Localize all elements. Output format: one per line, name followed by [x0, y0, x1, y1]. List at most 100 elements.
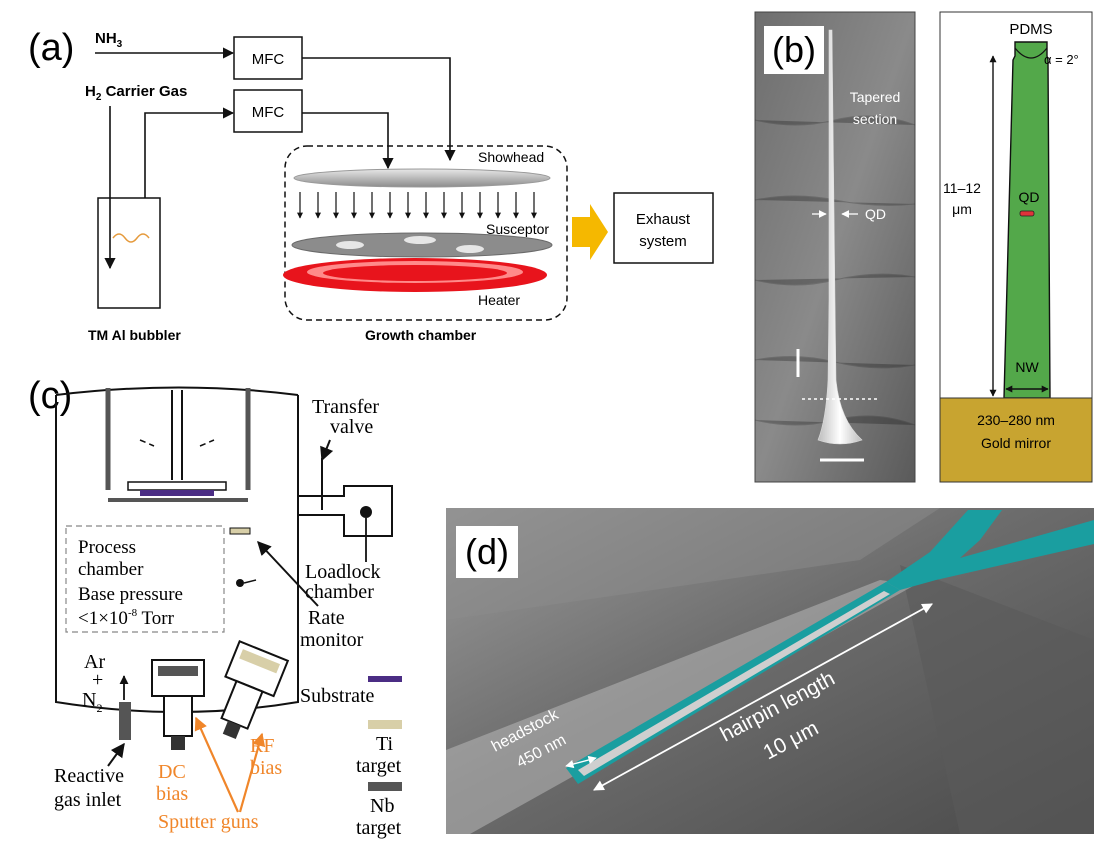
mfc-top-label: MFC	[252, 51, 285, 68]
transfer-valve-pointer	[320, 439, 334, 462]
chamber-top	[55, 386, 299, 396]
wafer-1	[336, 241, 364, 249]
quantum-dot-marker	[1019, 210, 1035, 217]
gold-mirror-layer	[939, 397, 1093, 483]
panel-b-label: (b)	[772, 29, 816, 70]
growth-chamber-outline	[284, 145, 568, 321]
sputter-guns-label: Sputter guns	[158, 811, 259, 833]
loadlock-pump-dot	[360, 506, 372, 518]
dc-bias-line1: DC	[158, 761, 186, 783]
legend-substrate-label: Substrate	[300, 685, 375, 707]
loadlock-text: Loadlock chamber Rate monitor	[300, 561, 381, 651]
legend-nb-line2: target	[356, 817, 402, 839]
hairpin-leads	[886, 510, 1094, 590]
reactive-gas-line2: gas inlet	[54, 789, 122, 811]
bubbler-vessel	[97, 197, 161, 309]
legend-ti-line1: Ti	[376, 733, 394, 755]
rate-monitor-line1: Rate	[308, 607, 345, 629]
pdms-cap	[1014, 47, 1048, 59]
wafer-2	[404, 236, 436, 244]
heater-label: Heater	[478, 292, 520, 308]
base-pressure-line2: <1×10-8 Torr	[78, 607, 175, 629]
panel-d-label-box	[456, 526, 518, 578]
process-info-text: Process chamber Base pressure <1×10-8 To…	[78, 537, 183, 629]
gas-text: Ar + N2	[82, 651, 105, 715]
gold-mirror-label: Gold mirror	[981, 435, 1051, 451]
mfc-bottom-label: MFC	[252, 104, 285, 121]
nanowire-sem	[817, 29, 863, 445]
gas-flow-arrows	[297, 192, 537, 219]
mfc-top-to-chamber-line	[302, 57, 456, 162]
showhead-plate	[293, 168, 551, 188]
process-info-box	[65, 525, 225, 633]
mfc-bottom-box	[233, 89, 303, 133]
exhaust-arrow	[572, 204, 608, 260]
transfer-arm	[298, 462, 323, 497]
exhaust-system-box	[613, 192, 714, 264]
nh3-label: NH3	[95, 30, 123, 50]
loadlock-chamber	[298, 485, 393, 537]
transfer-text: Transfer valve	[312, 396, 379, 438]
legend-substrate-swatch	[368, 676, 402, 682]
panel-d-label: (d)	[465, 531, 509, 572]
rf-bias-line1: RF	[250, 735, 274, 757]
rate-monitor-sensor	[229, 527, 251, 535]
tapered-section-label-line2: section	[853, 111, 897, 127]
process-chamber-line2: chamber	[78, 559, 144, 580]
dc-bias-line2: bias	[156, 783, 188, 805]
rate-monitor-line2: monitor	[300, 629, 364, 651]
height-label-line2: μm	[952, 201, 972, 217]
n2-label: N2	[82, 689, 102, 715]
reactive-text: Reactive gas inlet	[54, 765, 124, 811]
height-label-line1: 11–12	[943, 180, 981, 196]
h2-carrier-gas-label: H2 Carrier Gas	[85, 83, 187, 103]
rf-bias-line2: bias	[250, 757, 282, 779]
legend-text: Substrate Ti target Nb target	[300, 685, 402, 839]
gold-thickness-label: 230–280 nm	[977, 412, 1055, 428]
mfc-bottom-to-chamber-line	[302, 112, 394, 170]
sem-background-top	[446, 508, 940, 620]
loadlock-line2: chamber	[305, 581, 374, 603]
bubbler-to-mfc-line	[144, 107, 235, 200]
reactive-gas-line1: Reactive	[54, 765, 124, 787]
base-pressure-line1: Base pressure	[78, 584, 183, 605]
panel-c-label: (c)	[28, 375, 72, 417]
sputter-pointer-rf	[238, 732, 266, 813]
wafer-3	[456, 245, 484, 253]
panel-c: (c) Process chamber Base pressure <1×10-…	[28, 375, 402, 839]
legend-nb-swatch	[368, 782, 402, 791]
rotation-hint	[139, 439, 215, 447]
exhaust-label-line1: Exhaust	[636, 211, 691, 228]
substrate-holder	[127, 481, 227, 491]
bubbler-liquid-wave	[112, 233, 150, 243]
susceptor-plate	[291, 232, 553, 258]
heater-coil-inner	[323, 265, 507, 281]
exhaust-label-line2: system	[639, 233, 687, 250]
sputter-pointer-dc	[194, 716, 240, 813]
pressure-gauge-stem	[243, 579, 257, 584]
dc-sputter-gun	[151, 659, 205, 750]
legend-ti-line2: target	[356, 755, 402, 777]
panel-b-label-box	[764, 26, 824, 74]
panel-a: (a) NH3 H2 Carrier Gas MFC MFC TM Al bub…	[28, 27, 714, 343]
bubbler-label: TM Al bubbler	[88, 327, 181, 343]
substrate	[140, 490, 214, 496]
sem-background-right	[900, 565, 1094, 834]
loadlock-line1: Loadlock	[305, 561, 381, 583]
panel-b: (b) Tapered section QD PDMS α = 2° 11–12…	[754, 11, 1093, 483]
transfer-valve-line1: Transfer	[312, 396, 379, 418]
growth-chamber-label: Growth chamber	[365, 327, 477, 343]
gas-inlet-pointer	[107, 742, 125, 767]
rate-monitor-pointer	[257, 540, 319, 607]
qd-sem-label: QD	[865, 206, 886, 222]
process-chamber-line1: Process	[78, 537, 136, 558]
legend-ti-swatch	[368, 720, 402, 729]
tapered-section-label-line1: Tapered	[850, 89, 901, 105]
panel-d: (d) headstock 450 nm hairpin length 10 μ…	[446, 508, 1094, 834]
showhead-label: Showhead	[478, 149, 544, 165]
hairpin-length-arrow	[593, 603, 933, 791]
ar-label: Ar	[84, 651, 105, 673]
pressure-gauge-dot	[236, 579, 244, 587]
alpha-angle-label: α = 2°	[1044, 52, 1079, 67]
qd-label: QD	[1019, 189, 1040, 205]
